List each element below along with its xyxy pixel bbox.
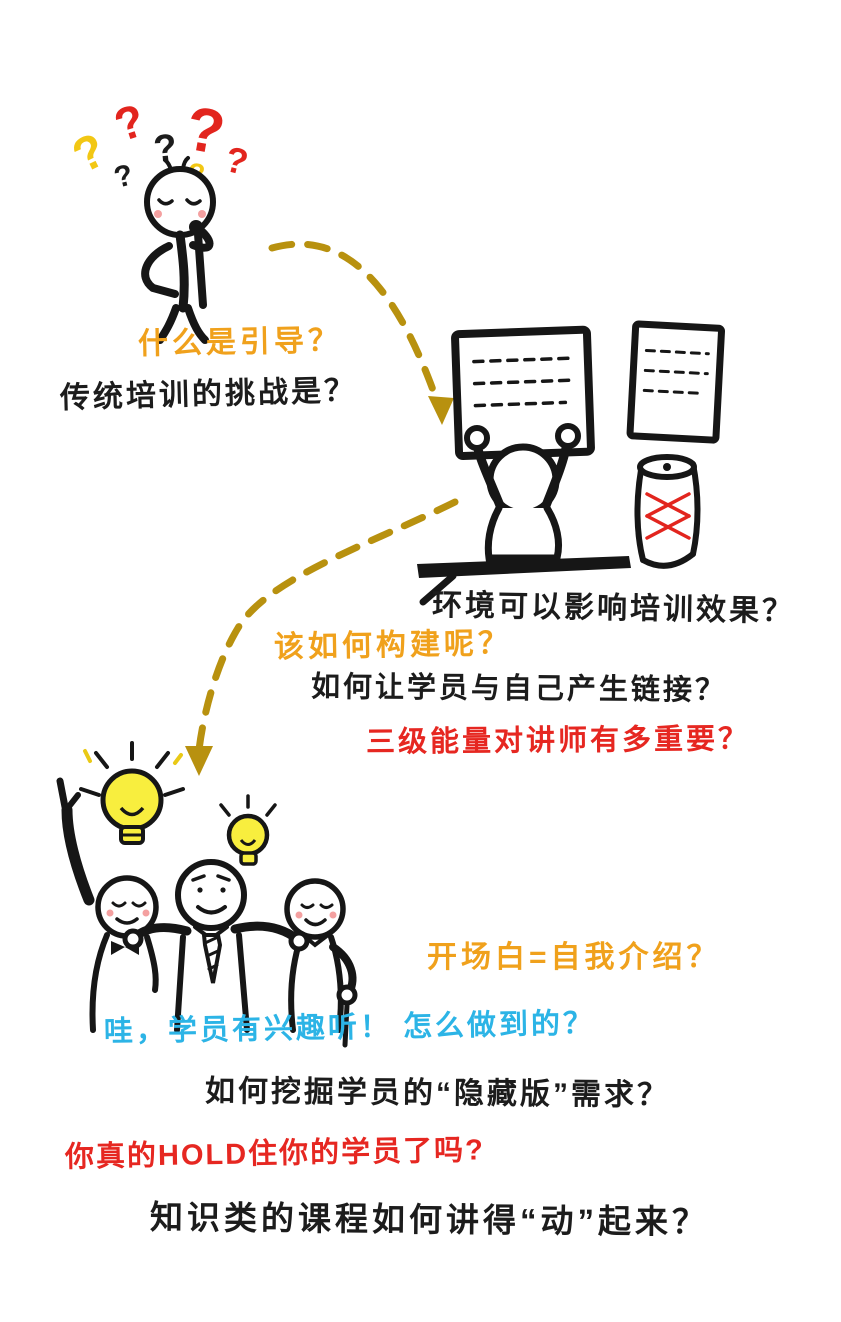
thinker-body-icon: [141, 156, 216, 344]
arrow-to-trio-head: [185, 746, 213, 776]
arrow-to-presenter-head: [428, 396, 454, 425]
trio-figure-icon: [56, 741, 358, 1048]
question-learner-connection: 如何让学员与自己产生链接？: [310, 671, 728, 707]
arrow-to-trio: [195, 498, 459, 754]
raised-arm-icon: [56, 777, 95, 906]
question-three-level-energy: 三级能量对讲师有多重要？: [365, 723, 751, 759]
lightbulb-small-icon: [219, 794, 277, 866]
question-how-to-build: 该如何构建呢？: [273, 626, 513, 665]
paper-scroll-icon: [634, 454, 701, 569]
person-left-icon: [89, 875, 159, 1033]
lightbulb-large-icon: [79, 741, 185, 845]
question-hidden-needs: 如何挖掘学员的“隐藏版”需求？: [204, 1074, 671, 1113]
presenter-body-icon: [464, 423, 581, 562]
table-icon: [417, 556, 631, 606]
person-middle-icon: [122, 859, 310, 1033]
question-what-is-facilitation: 什么是引导？: [137, 324, 343, 361]
question-opening-self-intro: 开场白=自我介绍？: [427, 941, 721, 974]
question-knowledge-course-dynamic: 知识类的课程如何讲得“动”起来？: [149, 1198, 710, 1241]
svg-text:?: ?: [152, 127, 179, 171]
svg-text:?: ?: [111, 158, 137, 194]
thinking-figure-icon: ? ? ? ? ? ? ?: [65, 93, 252, 344]
flipchart-left-icon: [451, 325, 595, 461]
svg-text:?: ?: [108, 93, 151, 151]
person-right-icon: [284, 878, 358, 1048]
question-environment-effect: 环境可以影响培训效果？: [431, 588, 796, 629]
svg-text:?: ?: [221, 138, 252, 183]
arrow-to-presenter: [268, 240, 442, 408]
svg-text:?: ?: [65, 123, 115, 183]
presenter-figure-icon: [417, 320, 726, 606]
flipchart-right-icon: [626, 320, 726, 444]
